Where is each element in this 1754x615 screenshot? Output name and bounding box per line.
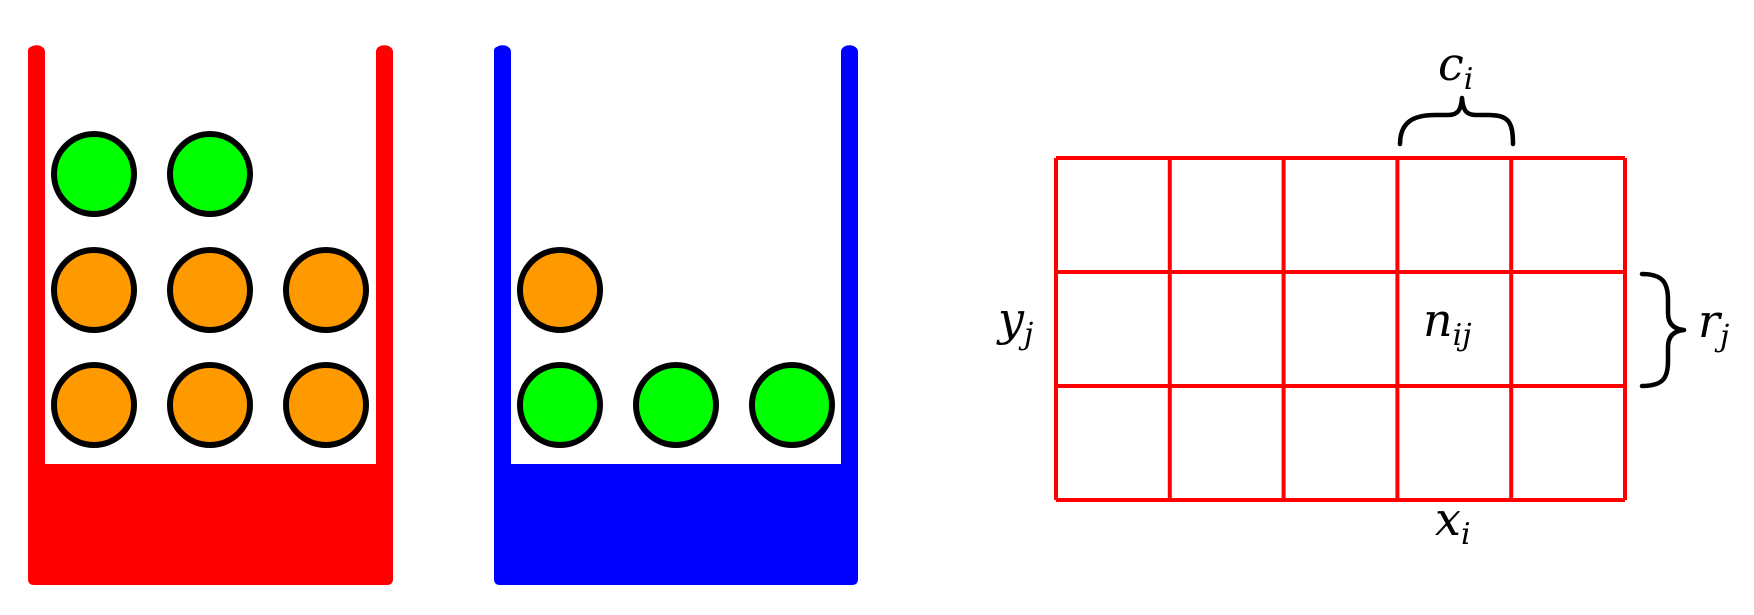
orange-ball: [283, 362, 369, 448]
green-ball: [749, 362, 835, 448]
red-container-balls: [51, 131, 369, 448]
green-ball: [167, 131, 253, 217]
red-container-group: [27, 45, 394, 585]
orange-ball: [51, 247, 137, 333]
orange-ball: [167, 247, 253, 333]
cell-count-label: nij: [1423, 293, 1472, 353]
column-sum-label: ci: [1438, 37, 1473, 97]
green-ball: [517, 362, 603, 448]
blue-container-balls: [517, 247, 835, 448]
column-brace: [1397, 95, 1516, 147]
x-label: xi: [1435, 492, 1471, 552]
red-container: [27, 45, 394, 585]
orange-ball: [517, 247, 603, 333]
orange-ball: [167, 362, 253, 448]
y-label: yj: [996, 292, 1033, 352]
row-sum-label: rj: [1698, 294, 1729, 354]
contingency-table: [1054, 156, 1627, 502]
row-brace: [1639, 271, 1687, 389]
orange-ball: [51, 362, 137, 448]
blue-container-group: [493, 45, 858, 585]
blue-container: [493, 45, 858, 585]
orange-ball: [283, 247, 369, 333]
green-ball: [51, 131, 137, 217]
green-ball: [633, 362, 719, 448]
